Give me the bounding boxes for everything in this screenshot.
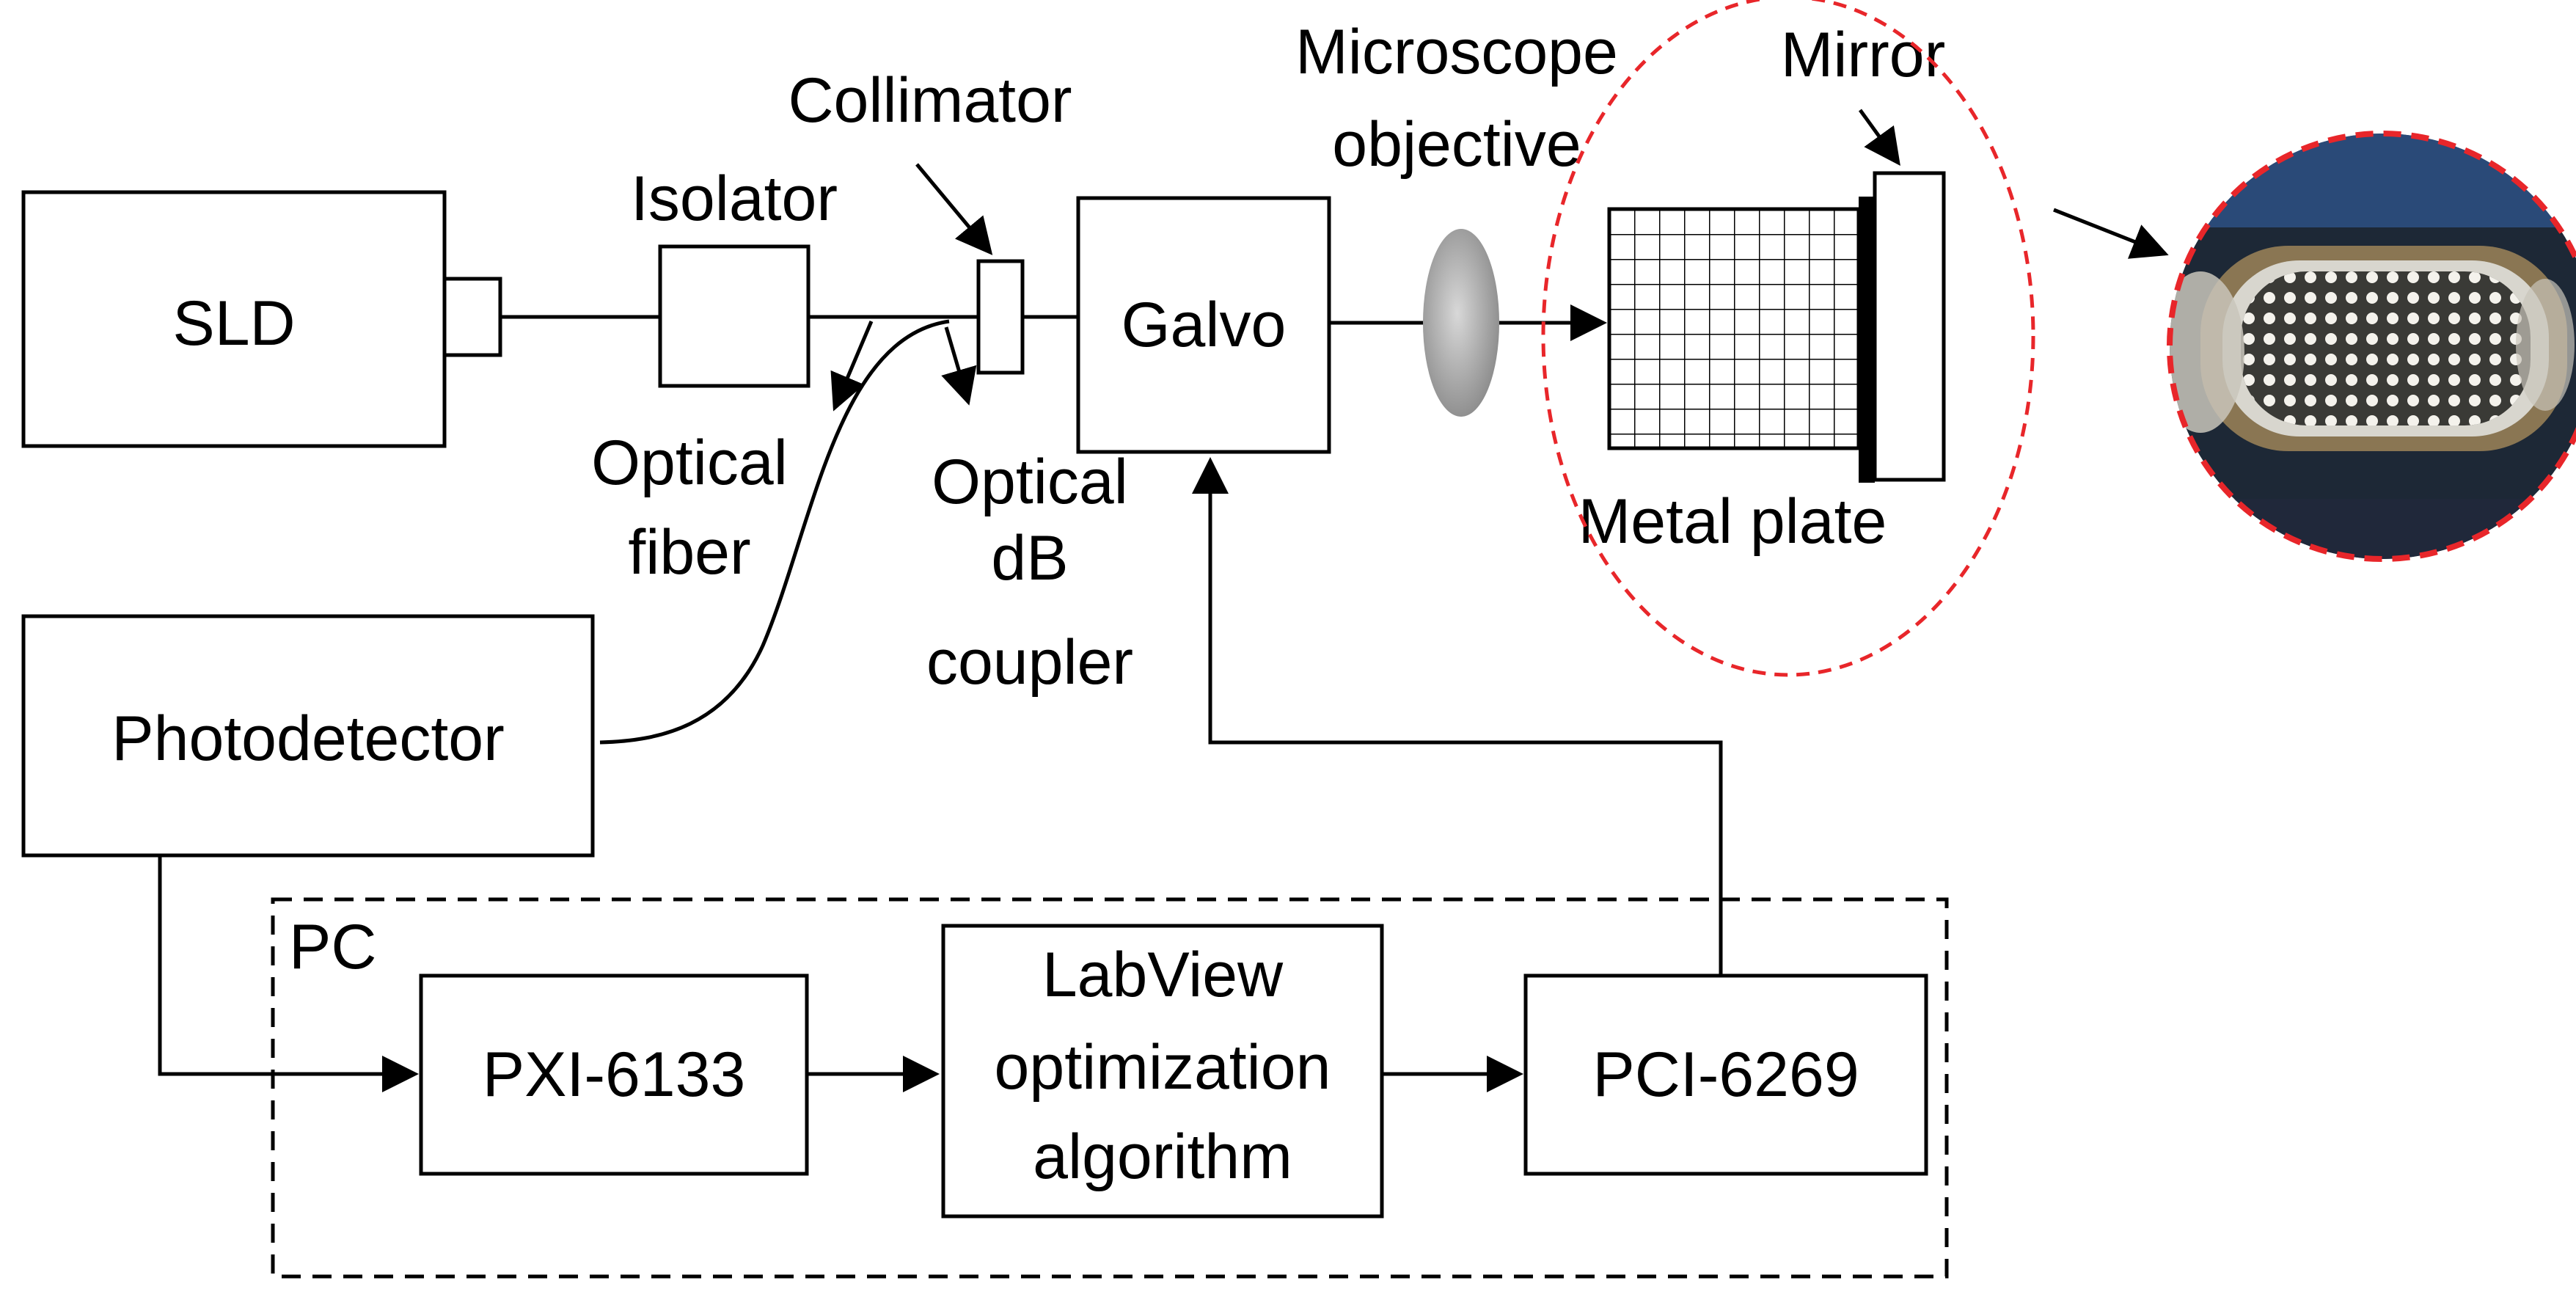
signal-pci-galvo [1192, 457, 1723, 976]
fiber-coupler-photodetector [599, 319, 950, 745]
collimator-box [976, 259, 1025, 375]
microscope-objective-lens [1423, 229, 1499, 417]
metal-plate-photo [2170, 134, 2576, 559]
highlight-ellipse [1541, 0, 2035, 677]
metal-plate-label: Metal plate [1578, 486, 1887, 557]
signal-photodetector-pxi [158, 855, 419, 1092]
coupler-label-line2: dB [991, 523, 1068, 593]
optical-fiber-pointer [830, 321, 874, 412]
labview-label-line2: optimization [995, 1032, 1331, 1103]
sld-connector [442, 277, 502, 357]
mirror-back-stripe [1859, 197, 1875, 483]
mirror-pointer [1858, 109, 1900, 167]
collimator-label: Collimator [788, 65, 1072, 136]
labview-label-line1: LabView [1042, 940, 1284, 1010]
isolator-box [658, 244, 811, 388]
labview-label-line3: algorithm [1033, 1122, 1292, 1192]
pxi-label: PXI-6133 [483, 1040, 746, 1110]
galvo-label: Galvo [1121, 290, 1287, 360]
pci-label: PCI-6269 [1592, 1040, 1859, 1110]
pc-label: PC [289, 912, 376, 982]
microscope-label-line1: Microscope [1295, 17, 1618, 87]
mirror-label: Mirror [1781, 20, 1946, 90]
photo-pointer-arrow [2053, 208, 2169, 259]
pci-box [1523, 973, 1928, 1176]
microscope-label-line2: objective [1332, 109, 1581, 180]
photodetector-box [21, 614, 595, 858]
collimator-pointer [915, 163, 993, 255]
coupler-label-line3: coupler [926, 627, 1133, 698]
mirror-box [1873, 171, 1946, 482]
optical-fiber-label-line1: Optical [591, 428, 788, 498]
pxi-box [419, 973, 809, 1176]
coupler-pointer [941, 326, 977, 406]
optical-fiber-label-line2: fiber [628, 517, 750, 588]
pc-boundary [271, 897, 1949, 1279]
sld-box [21, 190, 447, 448]
photodetector-label: Photodetector [111, 704, 504, 774]
labview-box [941, 924, 1384, 1219]
isolator-label: Isolator [631, 164, 838, 234]
galvo-box [1076, 196, 1331, 454]
sld-label: SLD [172, 288, 295, 359]
coupler-label-line1: Optical [932, 447, 1128, 517]
metal-plate-grid [1607, 207, 1861, 450]
